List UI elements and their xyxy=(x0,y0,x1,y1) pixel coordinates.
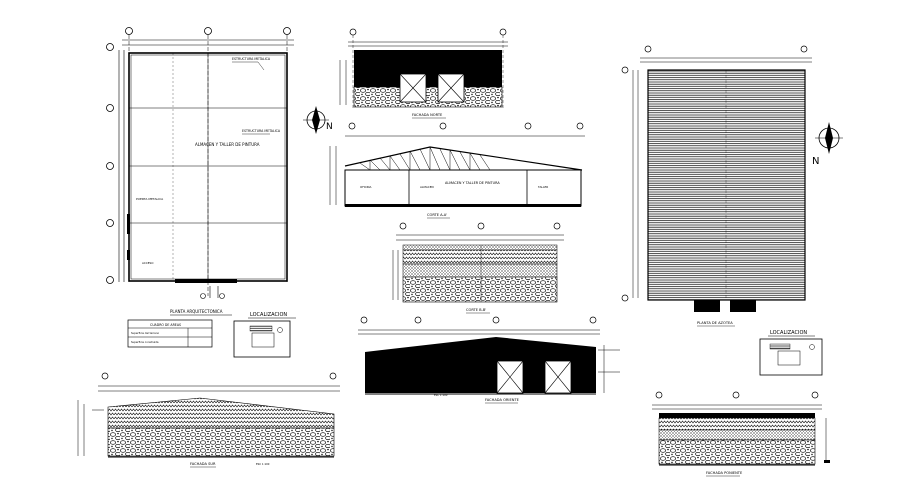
section-bb: CORTE B-B' xyxy=(392,222,564,314)
plan-axis-left xyxy=(106,43,125,284)
section-aa-left: OFICINA xyxy=(360,185,372,189)
location-map-1: LOCALIZACION xyxy=(233,312,296,358)
plan-note-mid: ESTRUCTURA METALICA xyxy=(242,129,281,133)
section-aa: OFICINA ALMACEN TALLER ALMACEN Y TALLER … xyxy=(329,122,585,219)
section-aa-mid: ALMACEN xyxy=(420,185,434,189)
section-aa-title: CORTE A-A' xyxy=(427,213,447,217)
areas-table-title: CUADRO DE AREAS xyxy=(150,323,181,327)
north-arrow-icon: N xyxy=(303,106,333,134)
plan-title: PLANTA ARQUITECTONICA xyxy=(170,309,223,314)
facade-poniente: FACHADA PONIENTE xyxy=(652,391,830,477)
facade-sur: FACHADA SUR ESC 1:100 xyxy=(77,372,340,468)
facade-poniente-title: FACHADA PONIENTE xyxy=(706,471,743,475)
north-letter-right: N xyxy=(812,156,819,167)
section-aa-right: TALLER xyxy=(537,185,548,189)
plan-room-label: ALMACEN Y TALLER DE PINTURA xyxy=(195,142,260,147)
areas-row-1: Superficie del terreno xyxy=(131,331,159,335)
scale-label-1: ESC 1:100 xyxy=(434,393,448,397)
areas-table: CUADRO DE AREAS Superficie del terreno S… xyxy=(127,319,213,348)
areas-row-2: Superficie construida xyxy=(131,340,159,344)
facade-oriente-title: FACHADA ORIENTE xyxy=(485,398,520,402)
plan-note-low: PUERTA METALICA xyxy=(136,197,164,201)
location-map-2: LOCALIZACION xyxy=(759,330,823,376)
location-title-1: LOCALIZACION xyxy=(250,312,287,318)
north-arrow-right-icon: N xyxy=(812,122,843,167)
section-aa-room: ALMACEN Y TALLER DE PINTURA xyxy=(445,181,500,185)
location-title-2: LOCALIZACION xyxy=(770,330,807,336)
facade-sur-title: FACHADA SUR xyxy=(190,462,216,466)
svg-text:ACCESO: ACCESO xyxy=(142,261,154,265)
roof-plan: PLANTA DE AZOTEA xyxy=(621,45,812,327)
floor-plan: ESTRUCTURA METALICA ESTRUCTURA METALICA … xyxy=(106,27,294,316)
facade-norte-small: FACHADA NORTE xyxy=(339,28,508,119)
scale-label-2: ESC 1:100 xyxy=(256,462,270,466)
section-bb-title: CORTE B-B' xyxy=(466,308,486,312)
plan-note-top: ESTRUCTURA METALICA xyxy=(232,57,271,61)
facade-norte-title: FACHADA NORTE xyxy=(412,113,443,117)
roof-plan-title: PLANTA DE AZOTEA xyxy=(697,321,733,325)
facade-oriente-large: FACHADA ORIENTE ESC 1:100 xyxy=(358,316,620,404)
north-letter: N xyxy=(326,122,333,132)
